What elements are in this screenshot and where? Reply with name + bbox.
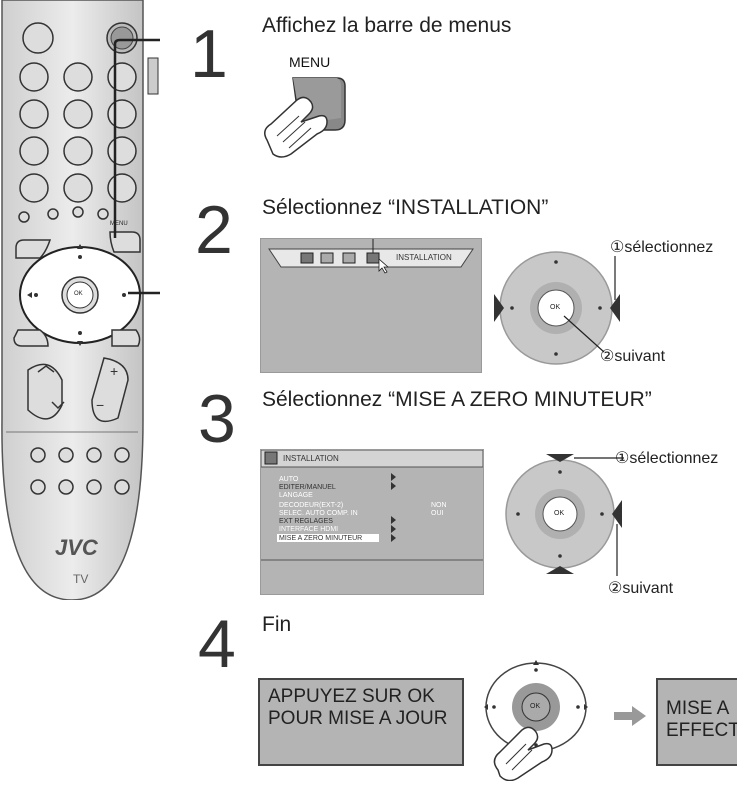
dpad-ok-label: OK <box>554 510 565 517</box>
remote-tv-label: TV <box>73 572 89 586</box>
menu-value-non: NON <box>431 502 447 509</box>
tv-screen-installation-menu: INSTALLATION AUTO EDITER/MANUEL LANGAGE … <box>260 449 484 595</box>
menu-item-mise-a-zero: MISE A ZERO MINUTEUR <box>279 535 363 542</box>
dpad-step-4: OK <box>478 652 598 782</box>
result-message-box-clip: MISE A EFFECT <box>656 678 737 766</box>
menu-bar-installation-label: INSTALLATION <box>396 253 452 262</box>
menu-item-decodeur: DECODEUR(EXT-2) <box>279 502 344 509</box>
result-message-box: MISE A EFFECT <box>656 678 737 766</box>
menu-value-oui: OUI <box>431 510 444 517</box>
dpad-step-3: OK <box>496 452 636 578</box>
remote-illustration: + − <box>1 0 210 601</box>
remote-menu-label: MENU <box>110 221 128 227</box>
dpad-ok-label: OK <box>530 703 541 710</box>
tv-screen-menu-bar: INSTALLATION <box>260 238 482 373</box>
step-2-title: Sélectionnez “INSTALLATION” <box>262 196 549 219</box>
remote-brand-logo: JVC <box>55 535 98 560</box>
menu-item-auto: AUTO <box>279 476 299 483</box>
confirm-message-box: APPUYEZ SUR OK POUR MISE A JOUR <box>258 678 464 766</box>
step-1-title: Affichez la barre de menus <box>262 14 512 37</box>
dpad-step-2: OK <box>488 248 628 372</box>
step-3-next-label: ②suivant <box>608 580 674 597</box>
menu-item-editer-manuel: EDITER/MANUEL <box>279 484 336 491</box>
step-number-1: 1 <box>190 16 228 92</box>
menu-item-ext-reglages: EXT REGLAGES <box>279 518 333 525</box>
remote-control: + − MENU OK JVC TV <box>0 0 210 601</box>
step-number-4: 4 <box>198 606 236 682</box>
menu-item-selec-auto: SELEC. AUTO COMP. IN <box>279 510 358 517</box>
step-number-2: 2 <box>195 192 233 268</box>
menu-button-label: MENU <box>289 54 331 70</box>
step-4-title: Fin <box>262 613 292 636</box>
menu-button-illustration: MENU <box>255 50 355 160</box>
menu-item-langage: LANGAGE <box>279 492 313 499</box>
step-2-select-label: ①sélectionnez <box>610 239 714 256</box>
dpad-ok-label: OK <box>550 304 561 311</box>
step-3-select-label: ①sélectionnez <box>615 450 719 467</box>
installation-menu-header: INSTALLATION <box>283 454 339 463</box>
menu-item-interface-hdmi: INTERFACE HDMI <box>279 526 339 533</box>
step-2-next-label: ②suivant <box>600 348 666 365</box>
svg-text:+: + <box>110 363 118 379</box>
step-3-title: Sélectionnez “MISE A ZERO MINUTEUR” <box>262 388 652 411</box>
remote-ok-label: OK <box>74 291 83 297</box>
svg-text:−: − <box>96 397 104 413</box>
arrow-right-icon <box>614 706 646 726</box>
step-number-3: 3 <box>198 381 236 457</box>
